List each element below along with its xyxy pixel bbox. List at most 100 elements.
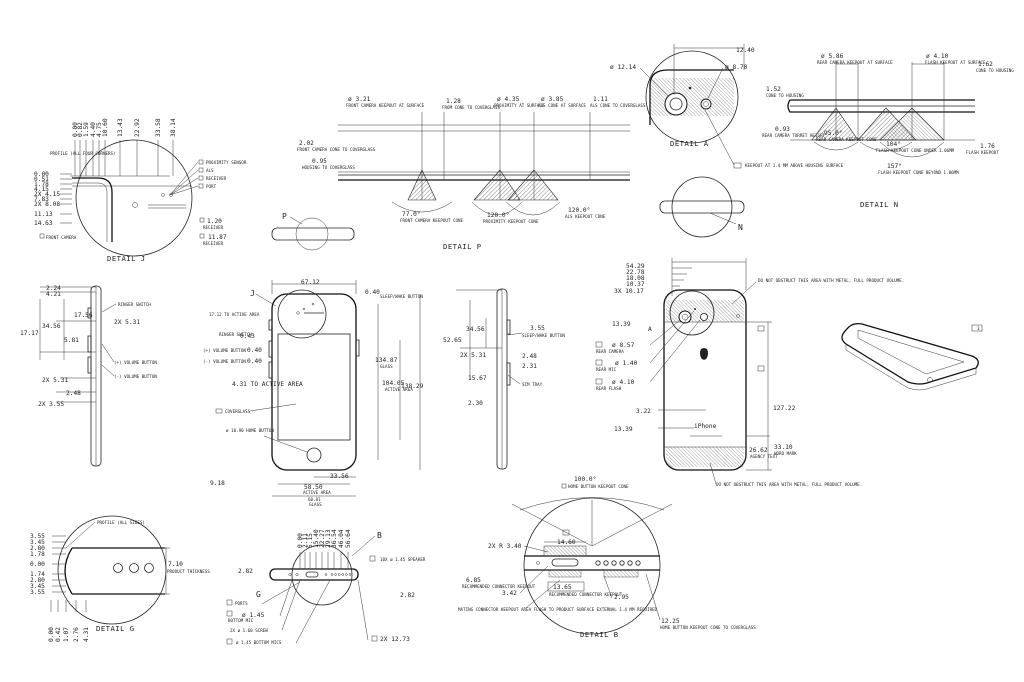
right-side-view: 34.56 52.65 3.55 SLEEP/WAKE BUTTON 2X 5.… — [443, 288, 565, 470]
fv-glass-w: 60.81 — [308, 497, 321, 502]
rv-total: 127.22 — [773, 405, 796, 412]
j-left-value: 0.51 — [34, 176, 49, 183]
bottom-top-value: 22.27 — [319, 529, 326, 548]
bv-mic-dim: ø 1.45 — [242, 612, 265, 619]
n-note-1: REAR CAMERA KEEPOUT AT SURFACE — [817, 60, 893, 65]
j-top-value: 33.58 — [155, 118, 162, 137]
rv-agency: 26.62 — [749, 447, 768, 454]
p-dim-6: 2.02 — [299, 140, 314, 147]
p-note-1: FRONT CAMERA KEEPOUT AT SURFACE — [346, 103, 425, 108]
bv-mic2: ø 1.45 BOTTOM MICS — [236, 640, 282, 645]
ls-d6: 5.81 — [64, 337, 79, 344]
rear-top-dim: 18.08 — [626, 275, 645, 282]
n-angle-note-2: FLASH KEEPOUT CONE UNDER 1.06MM — [876, 148, 955, 153]
p-note-7: HOUSING TO COVERGLASS — [302, 165, 355, 170]
ls-d1: 2.24 — [46, 285, 61, 292]
detail-n-title: DETAIL N — [860, 200, 899, 209]
j-left-value: 2X 4.15 — [34, 191, 60, 198]
p-note-6: FRONT CAMERA CONE TO COVERGLASS — [297, 147, 376, 152]
rv-camera-dim: ø 8.57 — [612, 342, 635, 349]
j-tag: RECEIVER — [206, 176, 227, 181]
fv-vol-down: 0.40 — [247, 358, 262, 365]
bv-screw: 2X ø 1.60 SCREW — [230, 628, 268, 633]
rs-d3: 3.55 — [530, 325, 545, 332]
j-left-value: 11.13 — [34, 211, 53, 218]
detail-g-title: DETAIL G — [96, 624, 135, 633]
fv-glass-w-note: GLASS — [309, 502, 322, 507]
bv-d282b: 2.82 — [400, 592, 415, 599]
n-angle-2: 104° — [886, 140, 901, 148]
rv-d322: 3.22 — [636, 408, 651, 415]
n-dim-3: 1.62 — [978, 61, 993, 68]
p-angle-note-2: PROXIMITY KEEPOUT CONE — [483, 219, 539, 224]
fv-active-w: 58.50 — [304, 484, 323, 491]
fv-d-right: 33.56 — [330, 473, 349, 480]
b-mating: MATING CONNECTOR KEEPOUT AREA FLUSH TO P… — [458, 607, 658, 612]
fv-sleep-note: SLEEP/WAKE BUTTON — [380, 294, 423, 299]
fv-ringer-note: RINGER SWITCH — [219, 332, 252, 337]
j-top-value: 1.59 — [83, 122, 90, 137]
b-d685: 6.85 — [466, 577, 481, 584]
bottom-top-value: 0.00 — [297, 533, 304, 548]
fv-coverglass: COVERGLASS — [225, 409, 251, 414]
a-inner: ø 8.70 — [725, 64, 748, 71]
fv-vol-up-note: (+) VOLUME BUTTON — [203, 348, 246, 353]
b-width: 14.60 — [557, 539, 576, 546]
n-angle-3: 157° — [887, 162, 902, 170]
active-area — [277, 333, 351, 441]
detail-b: 100.0° HOME BUTTON KEEPOUT CONE 2X R 3.4… — [458, 475, 756, 639]
p-angle-1: 77.0° — [402, 210, 421, 218]
g-left-value: 1.78 — [30, 551, 45, 558]
g-bottom-value: 1.07 — [63, 627, 70, 642]
p-angle-3: 120.0° — [568, 206, 590, 214]
rv-d1339b: 13.39 — [614, 426, 633, 433]
rs-d1: 34.56 — [466, 326, 485, 333]
g-left-value: 3.45 — [30, 539, 45, 546]
bottom-top-value: 2.11 — [302, 533, 309, 548]
g-left-value: 2.80 — [30, 545, 45, 552]
b-d1365-note: RECOMMENDED CONNECTOR KEEPOUT — [549, 592, 623, 597]
rs-d7: 15.67 — [468, 375, 487, 382]
j-left-value: 1.78 — [34, 181, 49, 188]
n-angle-note-1: REAR CAMERA KEEPOUT CONE — [816, 137, 877, 142]
rv-camera: REAR CAMERA — [596, 349, 624, 354]
home-button — [306, 447, 322, 463]
fv-active-h-note: ACTIVE AREA — [385, 387, 413, 392]
logo-icon — [700, 348, 708, 360]
fv-top-dim: 67.12 — [301, 279, 320, 286]
rs-d6: 2.31 — [522, 363, 537, 370]
fv-glass-h-note: GLASS — [380, 364, 393, 369]
receiver-label-2: RECEIVER — [203, 241, 224, 246]
b-d1365: 13.65 — [553, 584, 572, 591]
g-profile-note: PROFILE (ALL SIDES) — [97, 520, 145, 525]
phone-front-outline — [271, 293, 357, 471]
g-bottom-value: 0.00 — [48, 627, 55, 642]
j-left-value: 0.00 — [34, 171, 49, 178]
g-bottom-value: 2.76 — [73, 627, 80, 642]
fv-note1: 17.12 TO ACTIVE AREA — [209, 312, 260, 317]
ls-ringer: RINGER SWITCH — [118, 302, 151, 307]
iso-view: 3 — [841, 322, 983, 391]
a-width: 12.40 — [736, 47, 755, 54]
rv-mic: REAR MIC — [596, 367, 617, 372]
ls-d9: 2.48 — [66, 390, 81, 397]
rs-d7-note: SIM TRAY — [522, 382, 543, 387]
callout-a: A — [648, 326, 652, 333]
rv-mic-dim: ø 1.40 — [615, 360, 638, 367]
rs-d2: 52.65 — [443, 337, 462, 344]
rv-d13: 13.39 — [612, 321, 631, 328]
bottom-top-value: 15.40 — [313, 529, 320, 548]
p-angle-note-3: ALS KEEPOUT CONE — [565, 214, 606, 219]
g-left-value: 0.00 — [30, 561, 45, 568]
rs-d3-note: SLEEP/WAKE BUTTON — [522, 333, 565, 338]
ls-d8: 2X 5.31 — [42, 377, 68, 384]
j-tag: ALS — [206, 168, 214, 173]
fv-vol-up: 0.40 — [247, 347, 262, 354]
receiver-label-1: RECEIVER — [203, 225, 224, 230]
p-angle-note-1: FRONT CAMERA KEEPOUT CONE — [400, 218, 464, 223]
b-angle-note: HOME BUTTON KEEPOUT CONE — [568, 484, 629, 489]
b-home-keepout: 12.25 — [661, 618, 680, 625]
rs-d8: 2.30 — [468, 400, 483, 407]
n-angle-1: 95.0° — [824, 129, 843, 137]
